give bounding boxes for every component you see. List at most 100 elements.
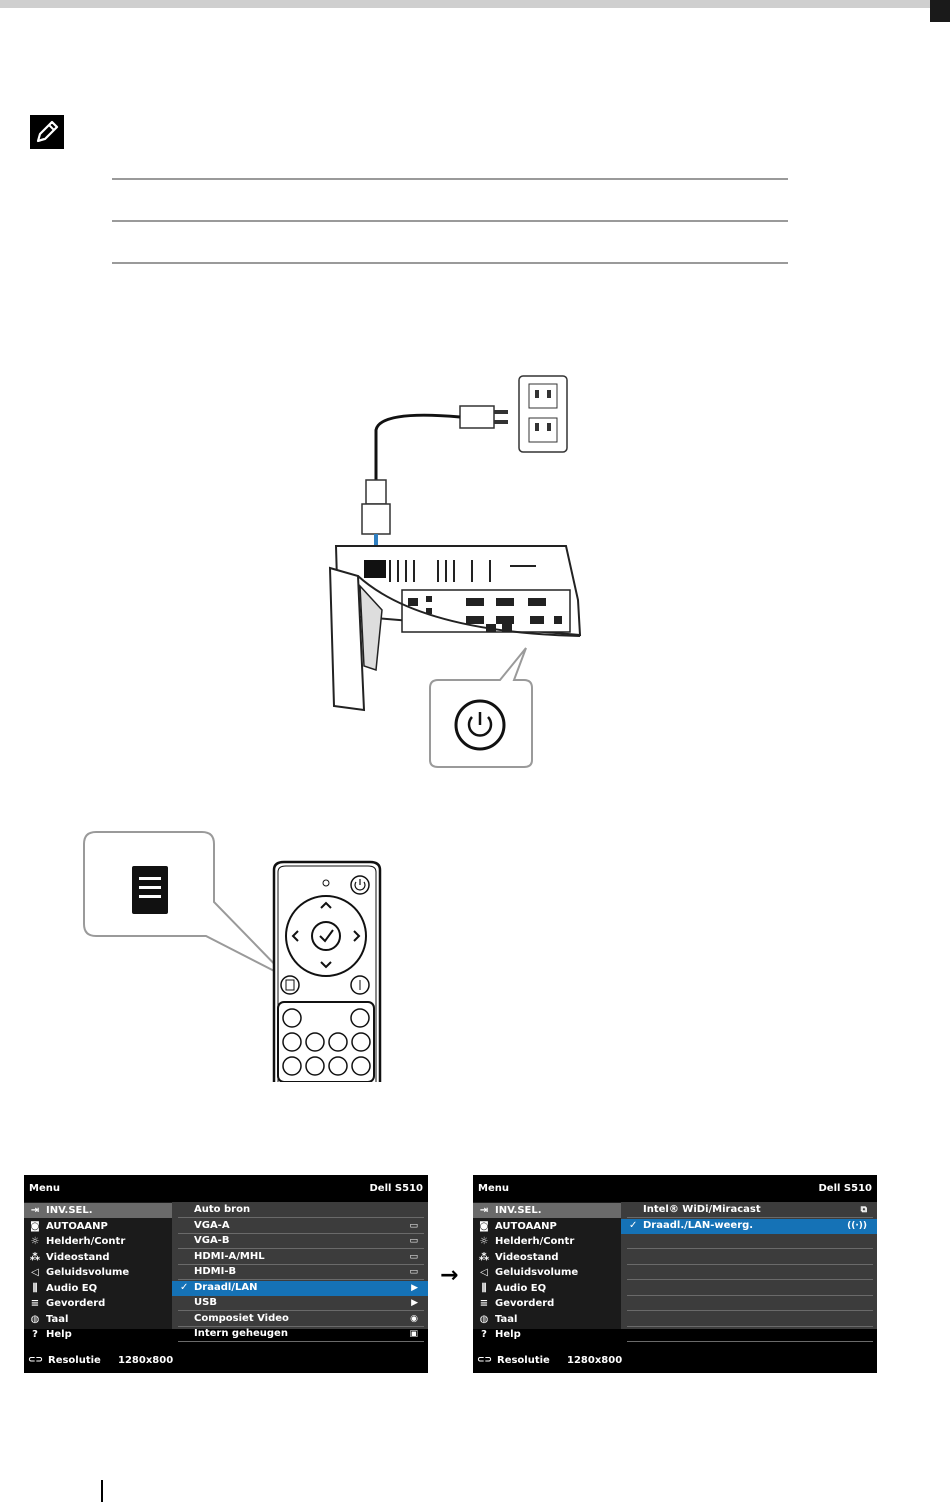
check-icon: ✓ xyxy=(180,1281,189,1293)
menu-item-icon: ⇥ xyxy=(479,1205,489,1216)
osd-menu-item[interactable]: ◍ Taal xyxy=(24,1312,172,1327)
submenu-item-label: Draadl./LAN-weerg. xyxy=(643,1219,754,1231)
submenu-item-label: Intern geheugen xyxy=(194,1328,288,1339)
menu-item-icon: ? xyxy=(481,1329,487,1340)
osd-title: Menu xyxy=(478,1183,509,1194)
note-table-rule-2 xyxy=(112,220,788,222)
menu-item-label: INV.SEL. xyxy=(495,1205,542,1216)
submenu-item-label: Intel® WiDi/Miracast xyxy=(643,1204,761,1215)
osd-header: Menu Dell S510 xyxy=(24,1175,428,1202)
menu-item-label: Geluidsvolume xyxy=(46,1267,130,1278)
osd-submenu-item[interactable]: Intern geheugen▣ xyxy=(178,1327,424,1342)
osd-submenu-item[interactable] xyxy=(627,1327,873,1342)
osd-menu-item[interactable]: ≡Gevorderd xyxy=(24,1296,172,1311)
menu-item-label: Helderh/Contr xyxy=(495,1236,575,1247)
source-icon: ▭ xyxy=(409,1236,418,1246)
osd-menu-input-select: Menu Dell S510 ⇥INV.SEL. ◙ AUTOAANP ☼ Helder… xyxy=(24,1175,428,1373)
osd-submenu-item[interactable]: VGA-B ▭ xyxy=(178,1234,424,1249)
osd-menu-item[interactable]: ◙ AUTOAANP xyxy=(24,1219,172,1234)
osd-footer: ⊂⊃ Resolutie 1280x800 xyxy=(24,1346,428,1373)
osd-submenu-item[interactable]: Composiet Video◉ xyxy=(178,1312,424,1327)
osd-menu-item[interactable]: ? Help xyxy=(473,1327,621,1342)
menu-item-label: Videostand xyxy=(495,1251,559,1263)
osd-submenu-item[interactable] xyxy=(627,1312,873,1327)
menu-item-icon: ☼ xyxy=(30,1236,40,1247)
footer-label: Resolutie xyxy=(48,1355,101,1366)
submenu-item-label: USB xyxy=(194,1297,217,1308)
osd-submenu-item[interactable]: HDMI-A/MHL ▭ xyxy=(178,1250,424,1265)
submenu-item-label: Draadl/LAN xyxy=(194,1281,258,1293)
top-rule xyxy=(0,0,950,8)
osd-submenu-item[interactable] xyxy=(627,1250,873,1265)
osd-menu-item[interactable]: ⇥ INV.SEL. xyxy=(473,1203,621,1218)
submenu-item-label: HDMI-B xyxy=(194,1266,237,1277)
osd-footer: ⊂⊃ Resolutie 1280x800 xyxy=(473,1346,877,1373)
osd-submenu-item[interactable] xyxy=(627,1265,873,1280)
note-table-rule-3 xyxy=(112,262,788,264)
menu-item-icon: ◁ xyxy=(31,1267,39,1278)
menu-item-icon: ⇥ xyxy=(30,1205,40,1216)
menu-item-icon: ? xyxy=(32,1329,38,1340)
osd-menu-item[interactable]: ⫼Audio EQ xyxy=(24,1281,172,1296)
menu-item-icon: ◍ xyxy=(479,1313,489,1325)
menu-item-label: Videostand xyxy=(46,1251,110,1263)
menu-item-icon: ◁ xyxy=(480,1267,488,1278)
osd-submenu-item[interactable]: ✓Draadl./LAN-weerg.((·)) xyxy=(621,1218,877,1234)
resolution-icon: ⊂⊃ xyxy=(477,1355,493,1365)
osd-left-menu: ⇥ INV.SEL. ◙AUTOAANP ☼ Helderh/Contr ⁂Videost… xyxy=(473,1202,621,1340)
osd-submenu-item[interactable] xyxy=(627,1234,873,1249)
menu-icon xyxy=(132,866,168,914)
osd-model: Dell S510 xyxy=(818,1183,873,1194)
osd-submenu-item[interactable]: Intel® WiDi/Miracast ⧉ xyxy=(627,1203,873,1218)
source-icon: ▶ xyxy=(411,1298,418,1308)
osd-menu-item[interactable]: ⫼Audio EQ xyxy=(473,1281,621,1296)
menu-item-icon: ⫼ xyxy=(481,1282,487,1294)
osd-menu-item[interactable]: ◁ Geluidsvolume xyxy=(24,1265,172,1280)
footer-value: 1280x800 xyxy=(118,1355,174,1366)
osd-submenu-item[interactable]: VGA-A▭ xyxy=(178,1219,424,1234)
osd-submenu-item[interactable]: ✓Draadl/LAN▶ xyxy=(172,1280,428,1296)
osd-submenu-item[interactable] xyxy=(627,1296,873,1311)
osd-menu-item[interactable]: ◍ Taal xyxy=(473,1312,621,1327)
osd-menu-item[interactable]: ⇥INV.SEL. xyxy=(24,1203,172,1218)
osd-menu-item[interactable]: ⁂Videostand xyxy=(473,1250,621,1265)
osd-submenu-item[interactable]: HDMI-B▭ xyxy=(178,1265,424,1280)
osd-left-menu: ⇥INV.SEL. ◙ AUTOAANP ☼ Helderh/Contr ⁂ Videost… xyxy=(24,1202,172,1340)
source-icon: ▭ xyxy=(409,1251,418,1262)
osd-menu-item[interactable]: ◙AUTOAANP xyxy=(473,1219,621,1234)
osd-menu-item[interactable]: ◁ Geluidsvolume xyxy=(473,1265,621,1280)
power-icon xyxy=(454,699,506,751)
osd-submenu-item[interactable]: USB ▶ xyxy=(178,1296,424,1311)
submenu-item-label: HDMI-A/MHL xyxy=(194,1250,265,1262)
menu-item-label: Taal xyxy=(495,1313,518,1325)
osd-submenu-item[interactable]: Auto bron xyxy=(178,1203,424,1218)
menu-item-icon: ≡ xyxy=(30,1298,40,1309)
menu-item-icon: ☼ xyxy=(479,1236,489,1247)
menu-item-label: AUTOAANP xyxy=(46,1220,108,1232)
osd-submenu-item[interactable] xyxy=(627,1281,873,1296)
menu-item-label: Taal xyxy=(46,1313,69,1325)
osd-menu-item[interactable]: ☼ Helderh/Contr xyxy=(473,1234,621,1249)
submenu-item-label: VGA-A xyxy=(194,1219,230,1231)
menu-item-label: Helderh/Contr xyxy=(46,1236,126,1247)
osd-header: Menu Dell S510 xyxy=(473,1175,877,1202)
menu-item-icon: ◙ xyxy=(30,1220,40,1232)
osd-menu-item[interactable]: ? Help xyxy=(24,1327,172,1342)
osd-menu-item[interactable]: ☼ Helderh/Contr xyxy=(24,1234,172,1249)
osd-menu-item[interactable]: ≡Gevorderd xyxy=(473,1296,621,1311)
menu-item-icon: ≡ xyxy=(479,1298,489,1309)
osd-menu-item[interactable]: ⁂ Videostand xyxy=(24,1250,172,1265)
source-icon: ⧉ xyxy=(860,1205,867,1215)
menu-item-label: Help xyxy=(46,1329,72,1340)
menu-item-label: Geluidsvolume xyxy=(495,1267,579,1278)
source-icon: ◉ xyxy=(410,1313,418,1324)
menu-item-label: AUTOAANP xyxy=(495,1220,557,1232)
menu-item-icon: ⁂ xyxy=(29,1251,41,1263)
osd-submenu: Intel® WiDi/Miracast ⧉ ✓Draadl./LAN-weerg.… xyxy=(621,1202,877,1342)
remote-menu-illustration xyxy=(83,831,382,1082)
menu-item-icon: ◍ xyxy=(30,1313,40,1325)
menu-item-label: Help xyxy=(495,1329,521,1340)
menu-item-label: Audio EQ xyxy=(46,1282,98,1294)
submenu-item-label: VGA-B xyxy=(194,1235,230,1246)
